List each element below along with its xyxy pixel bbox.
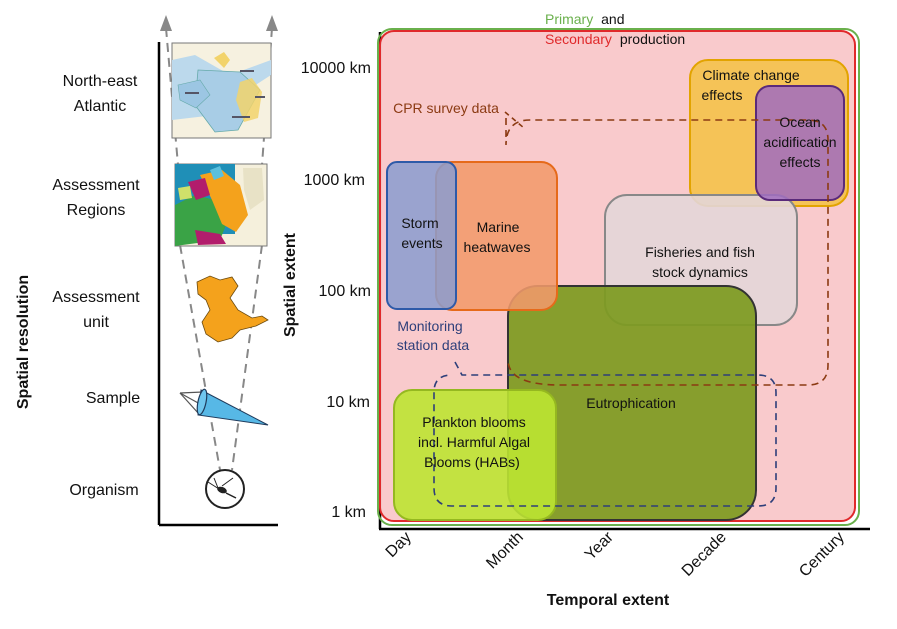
level-1-line1: Assessment [52, 177, 140, 194]
primary-label: Primary [545, 11, 593, 27]
ocean-label-1: Ocean [779, 114, 820, 130]
assessment-unit-shape-icon [196, 275, 269, 343]
x-tick-month: Month [483, 529, 526, 572]
y-tick-100: 100 km [319, 283, 371, 300]
storm-label-2: events [401, 235, 442, 251]
x-tick-century: Century [796, 529, 848, 581]
production-label: production [620, 31, 685, 47]
climate-label-1: Climate change [702, 67, 799, 83]
plankton-label-1: Plankton blooms [422, 414, 526, 430]
x-tick-day: Day [383, 529, 415, 561]
level-2-line1: Assessment [52, 289, 140, 306]
organism-copepod-icon [205, 469, 245, 509]
ocean-label-2: acidification [763, 134, 836, 150]
y-tick-1: 1 km [331, 504, 366, 521]
and-label: and [601, 11, 624, 27]
cpr-leader-line [504, 111, 525, 129]
storm-label-1: Storm [401, 215, 438, 231]
production-legend-line2: Secondary production [545, 31, 685, 47]
x-tick-year: Year [582, 528, 617, 563]
x-tick-decade: Decade [679, 529, 730, 580]
monitoring-label-2: station data [397, 337, 470, 353]
level-3-line1: Sample [86, 390, 140, 407]
ocean-label-3: effects [780, 154, 821, 170]
spatial-resolution-label: Spatial resolution [15, 275, 32, 409]
marine-label-2: heatwaves [464, 239, 531, 255]
region-labels: CPR survey data Monitoring station data … [393, 67, 836, 470]
level-4-line1: Organism [69, 482, 138, 499]
level-1-line2: Regions [67, 202, 126, 219]
level-0-line2: Atlantic [74, 98, 126, 115]
primary-production-region [377, 28, 860, 526]
level-0-line1: North-east [63, 73, 138, 90]
storm-events-region [386, 161, 457, 310]
marine-label-1: Marine [477, 219, 520, 235]
y-axis-title: Spatial extent [282, 232, 299, 337]
cpr-survey-region [505, 118, 829, 386]
ocean-acidification-region [755, 85, 845, 201]
x-axis-title: Temporal extent [547, 592, 670, 609]
sample-net-icon [179, 388, 269, 426]
arrow-head-left-icon [160, 15, 172, 31]
monitoring-label-1: Monitoring [397, 318, 462, 334]
secondary-label: Secondary [545, 31, 612, 47]
y-tick-10000: 10000 km [301, 60, 371, 77]
climate-label-2: effects [702, 87, 743, 103]
fish-label-1: Fisheries and fish [645, 244, 755, 260]
level-labels: North-east Atlantic Assessment Regions A… [52, 73, 140, 499]
plankton-label-3: Blooms (HABs) [424, 454, 520, 470]
monitoring-region [433, 361, 777, 507]
x-axis-ticks: Day Month Year Decade Century [383, 528, 848, 580]
assessment-regions-map-icon [174, 163, 268, 247]
fish-label-2: stock dynamics [652, 264, 748, 280]
production-legend: Primary and [545, 11, 624, 27]
eutro-label: Eutrophication [586, 395, 676, 411]
cpr-label: CPR survey data [393, 100, 499, 116]
plankton-label-2: incl. Harmful Algal [418, 434, 530, 450]
y-tick-10: 10 km [326, 394, 370, 411]
arrow-head-right-icon [266, 15, 278, 31]
north-east-atlantic-map-icon [171, 42, 272, 139]
y-tick-1000: 1000 km [304, 172, 365, 189]
y-axis-ticks: 10000 km 1000 km 100 km 10 km 1 km [301, 60, 371, 521]
level-2-line2: unit [83, 314, 109, 331]
